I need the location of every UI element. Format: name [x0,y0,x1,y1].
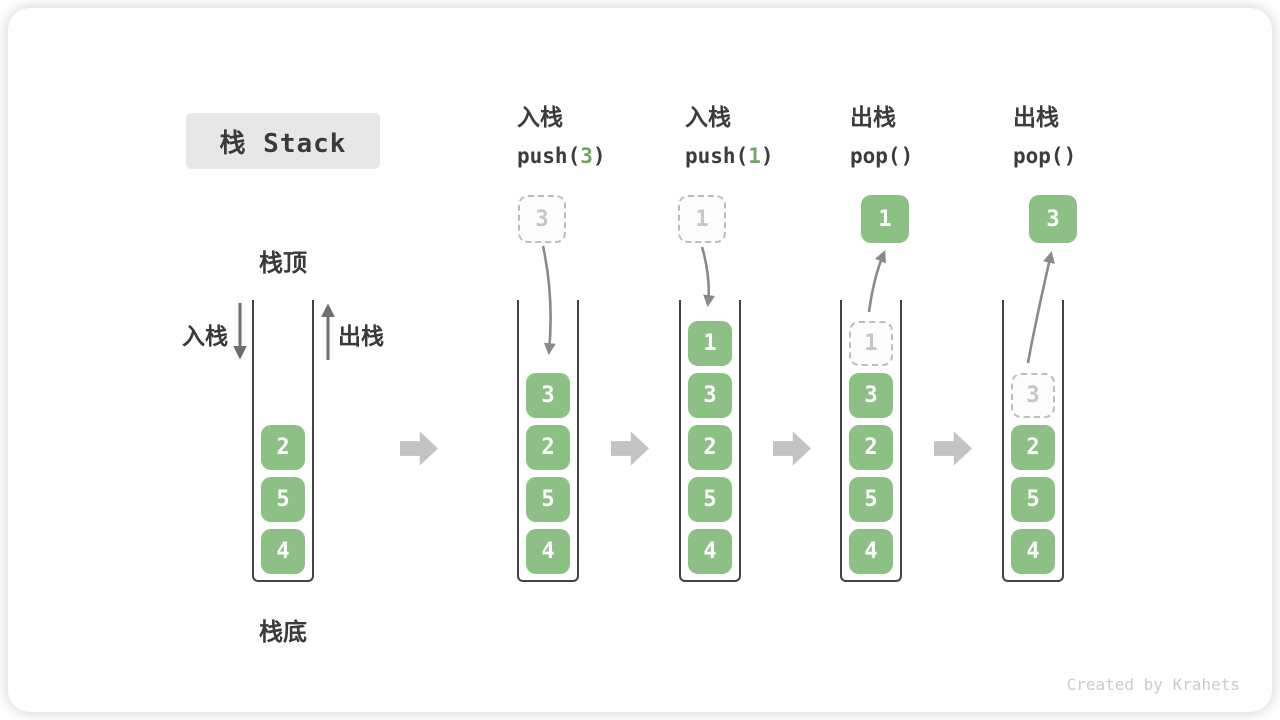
diagram-title: 栈 Stack [186,113,380,169]
op-label: 出栈 [850,105,896,131]
stack-frame-after-pop3: 3 2 5 4 [1002,300,1064,582]
incoming-value-box: 3 [518,195,566,243]
stack-cell: 5 [688,477,732,522]
push-side-label: 入栈 [182,324,228,350]
op-header-pop-1: 出栈 pop() [850,103,1010,171]
stack-frame-after-push3: 3 2 5 4 [517,300,579,582]
stack-cell: 5 [849,477,893,522]
stack-cell: 1 [688,321,732,366]
stack-cell: 3 [849,373,893,418]
incoming-value-box: 1 [678,195,726,243]
stack-cell-removed: 3 [1011,373,1055,418]
op-code: pop() [1013,144,1077,168]
stack-cell: 2 [688,425,732,470]
op-header-push-1: 入栈 push(1) [685,103,845,171]
stack-top-label: 栈顶 [259,249,307,277]
stack-cell: 2 [1011,425,1055,470]
op-code: push(1) [685,144,774,168]
stack-cell: 2 [261,425,305,470]
op-code: push(3) [517,144,606,168]
stack-cell: 4 [526,529,570,574]
stack-cell: 5 [526,477,570,522]
popped-value-box: 3 [1029,195,1077,243]
stack-cell: 5 [261,477,305,522]
op-label: 入栈 [685,105,731,131]
stack-cell: 2 [849,425,893,470]
stack-cell: 4 [1011,529,1055,574]
stack-frame-initial: 2 5 4 [252,300,314,582]
stack-bottom-label: 栈底 [259,618,307,646]
stack-cell: 3 [688,373,732,418]
diagram-title-text: 栈 Stack [219,128,347,159]
stack-cell-removed: 1 [849,321,893,366]
stack-cell: 4 [261,529,305,574]
stack-cell: 4 [688,529,732,574]
op-label: 入栈 [517,105,563,131]
stack-cell: 5 [1011,477,1055,522]
op-label: 出栈 [1013,105,1059,131]
stack-cell: 2 [526,425,570,470]
stack-cell: 4 [849,529,893,574]
pop-side-label: 出栈 [338,324,384,350]
popped-value-box: 1 [861,195,909,243]
op-header-pop-2: 出栈 pop() [1013,103,1173,171]
op-header-push-3: 入栈 push(3) [517,103,677,171]
op-code-arg: 3 [580,144,593,168]
stack-frame-after-pop1: 1 3 2 5 4 [840,300,902,582]
op-code: pop() [850,144,914,168]
stack-frame-after-push1: 1 3 2 5 4 [679,300,741,582]
stack-cell: 3 [526,373,570,418]
op-code-arg: 1 [748,144,761,168]
watermark-credit: Created by Krahets [1066,675,1240,694]
